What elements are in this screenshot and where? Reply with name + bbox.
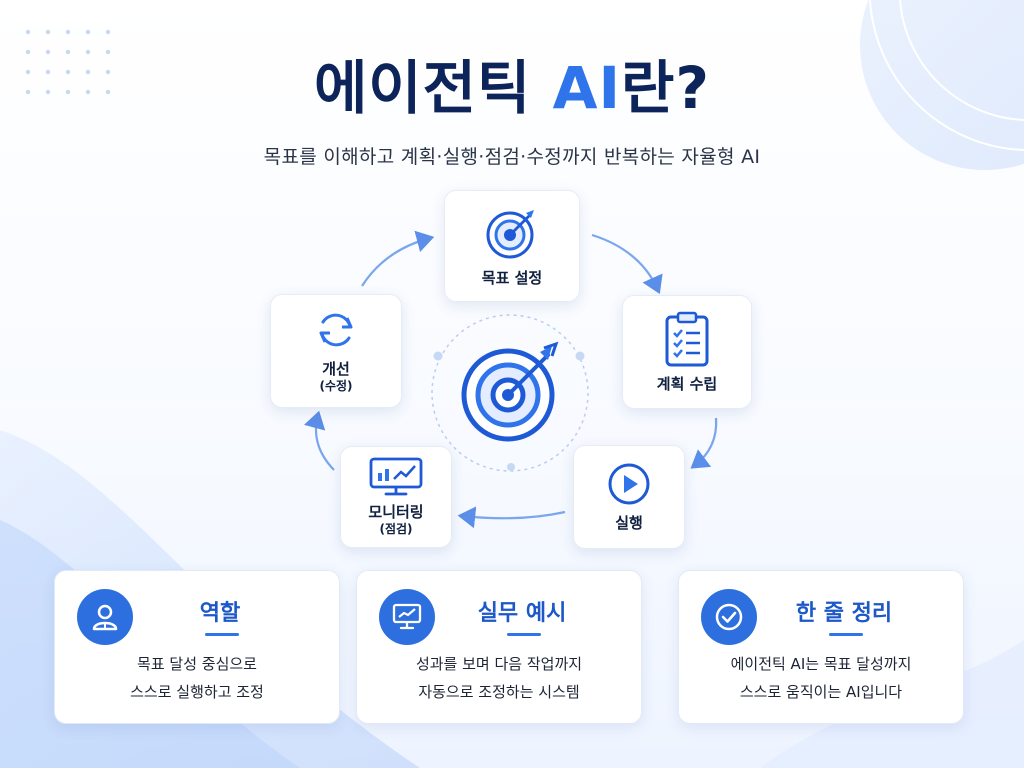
target-arrow-icon [461, 341, 559, 442]
card-summary-line2: 스스로 움직이는 AI입니다 [739, 683, 903, 701]
card-role-title: 역할 [199, 601, 241, 626]
play-icon [608, 463, 650, 505]
step-execution: 실행 [573, 445, 685, 549]
card-role: 역할 목표 달성 중심으로 스스로 실행하고 조정 [54, 570, 340, 724]
person-icon [92, 604, 118, 631]
step-improvement: 개선 (수정) [270, 294, 402, 408]
card-role-line1: 목표 달성 중심으로 [137, 655, 257, 673]
step-improvement-sublabel: (수정) [319, 379, 353, 393]
arrow-plan-to-execute [690, 417, 718, 469]
card-role-line2: 스스로 실행하고 조정 [130, 683, 264, 701]
card-practical-example-badge [379, 589, 435, 645]
card-summary-line1: 에이전틱 AI는 목표 달성까지 [730, 655, 912, 673]
step-planning: 계획 수립 [622, 295, 752, 409]
card-summary-badge [701, 589, 757, 645]
card-summary: 한 줄 정리 에이전틱 AI는 목표 달성까지 스스로 움직이는 AI입니다 [678, 570, 964, 724]
title-main: 에이전틱 [313, 54, 553, 122]
arrow-improve-to-goal [361, 230, 435, 287]
check-circle-icon [715, 603, 743, 631]
step-monitoring: 모니터링 (점검) [340, 446, 452, 548]
page-subtitle: 목표를 이해하고 계획·실행·점검·수정까지 반복하는 자율형 AI [263, 146, 761, 168]
card-summary-underline [829, 633, 863, 636]
step-goal-setting: 목표 설정 [444, 190, 580, 302]
monitor-trend-icon [392, 603, 422, 630]
title-accent: AI [552, 54, 622, 122]
target-icon [486, 210, 534, 259]
arrow-execute-to-monitor [457, 506, 566, 529]
step-planning-label: 계획 수립 [656, 375, 718, 393]
monitor-chart-icon [369, 457, 423, 496]
refresh-icon [319, 313, 353, 347]
card-role-badge [77, 589, 133, 645]
step-improvement-label: 개선 [322, 360, 350, 378]
center-dashed-ring [431, 314, 589, 472]
title-suffix: 란? [621, 54, 711, 122]
card-summary-title: 한 줄 정리 [795, 601, 893, 626]
card-practical-example-title: 실무 예시 [477, 601, 567, 626]
arrow-goal-to-plan [591, 233, 663, 295]
step-monitoring-label: 모니터링 [368, 503, 424, 521]
card-practical-example: 실무 예시 성과를 보며 다음 작업까지 자동으로 조정하는 시스템 [356, 570, 642, 724]
step-execution-label: 실행 [615, 514, 643, 532]
card-practical-example-line1: 성과를 보며 다음 작업까지 [415, 655, 583, 673]
page-title: 에이전틱 AI란? [0, 38, 1024, 138]
arrow-monitor-to-improve [303, 410, 335, 471]
card-role-underline [205, 633, 239, 636]
card-practical-example-line2: 자동으로 조정하는 시스템 [418, 683, 580, 701]
step-monitoring-sublabel: (점검) [379, 522, 413, 536]
checklist-clipboard-icon [665, 311, 709, 367]
step-goal-setting-label: 목표 설정 [481, 269, 543, 287]
card-practical-example-underline [507, 633, 541, 636]
